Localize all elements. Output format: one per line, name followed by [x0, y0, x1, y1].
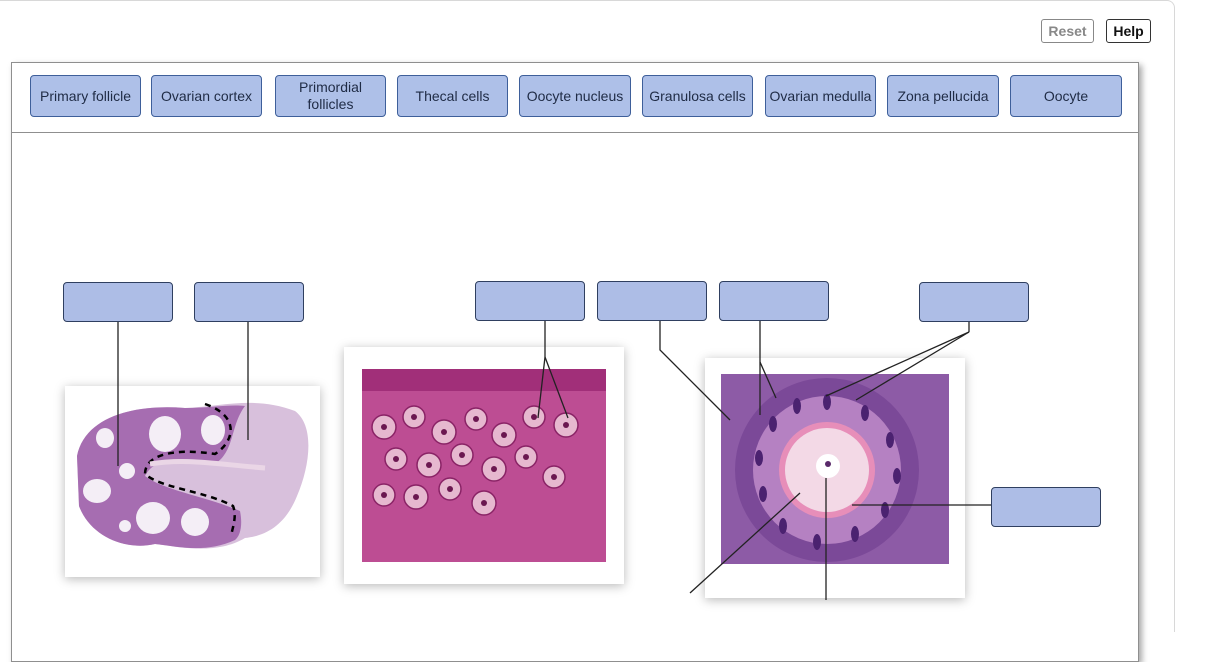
label-zona-pellucida[interactable]: Zona pellucida: [887, 75, 999, 117]
reset-button[interactable]: Reset: [1041, 19, 1094, 43]
drop-zone-3[interactable]: [475, 281, 585, 321]
label-ovarian-cortex[interactable]: Ovarian cortex: [151, 75, 262, 117]
label-ovarian-medulla[interactable]: Ovarian medulla: [765, 75, 876, 117]
help-button[interactable]: Help: [1106, 19, 1151, 43]
ovary-section-image: [65, 386, 320, 577]
ovary-section-drawing: [77, 402, 309, 549]
label-granulosa-cells[interactable]: Granulosa cells: [642, 75, 753, 117]
drop-zone-2[interactable]: [194, 282, 304, 322]
activity-frame: [0, 0, 1175, 632]
primordial-follicles-image: [344, 347, 624, 584]
primary-follicle-drawing: [721, 374, 949, 564]
drop-zone-6[interactable]: [919, 282, 1029, 322]
label-tray: Primary follicle Ovarian cortex Primordi…: [12, 63, 1138, 133]
label-primary-follicle[interactable]: Primary follicle: [30, 75, 141, 117]
label-oocyte-nucleus[interactable]: Oocyte nucleus: [519, 75, 631, 117]
drop-zone-4[interactable]: [597, 281, 707, 321]
primordial-follicles-drawing: [362, 369, 606, 562]
leader-lines: [117, 321, 991, 600]
drop-zone-5[interactable]: [719, 281, 829, 321]
label-oocyte[interactable]: Oocyte: [1010, 75, 1122, 117]
primary-follicle-image: [705, 358, 965, 598]
label-primordial-follicles[interactable]: Primordial follicles: [275, 75, 386, 117]
drop-zone-1[interactable]: [63, 282, 173, 322]
drop-zone-7[interactable]: [991, 487, 1101, 527]
label-thecal-cells[interactable]: Thecal cells: [397, 75, 508, 117]
